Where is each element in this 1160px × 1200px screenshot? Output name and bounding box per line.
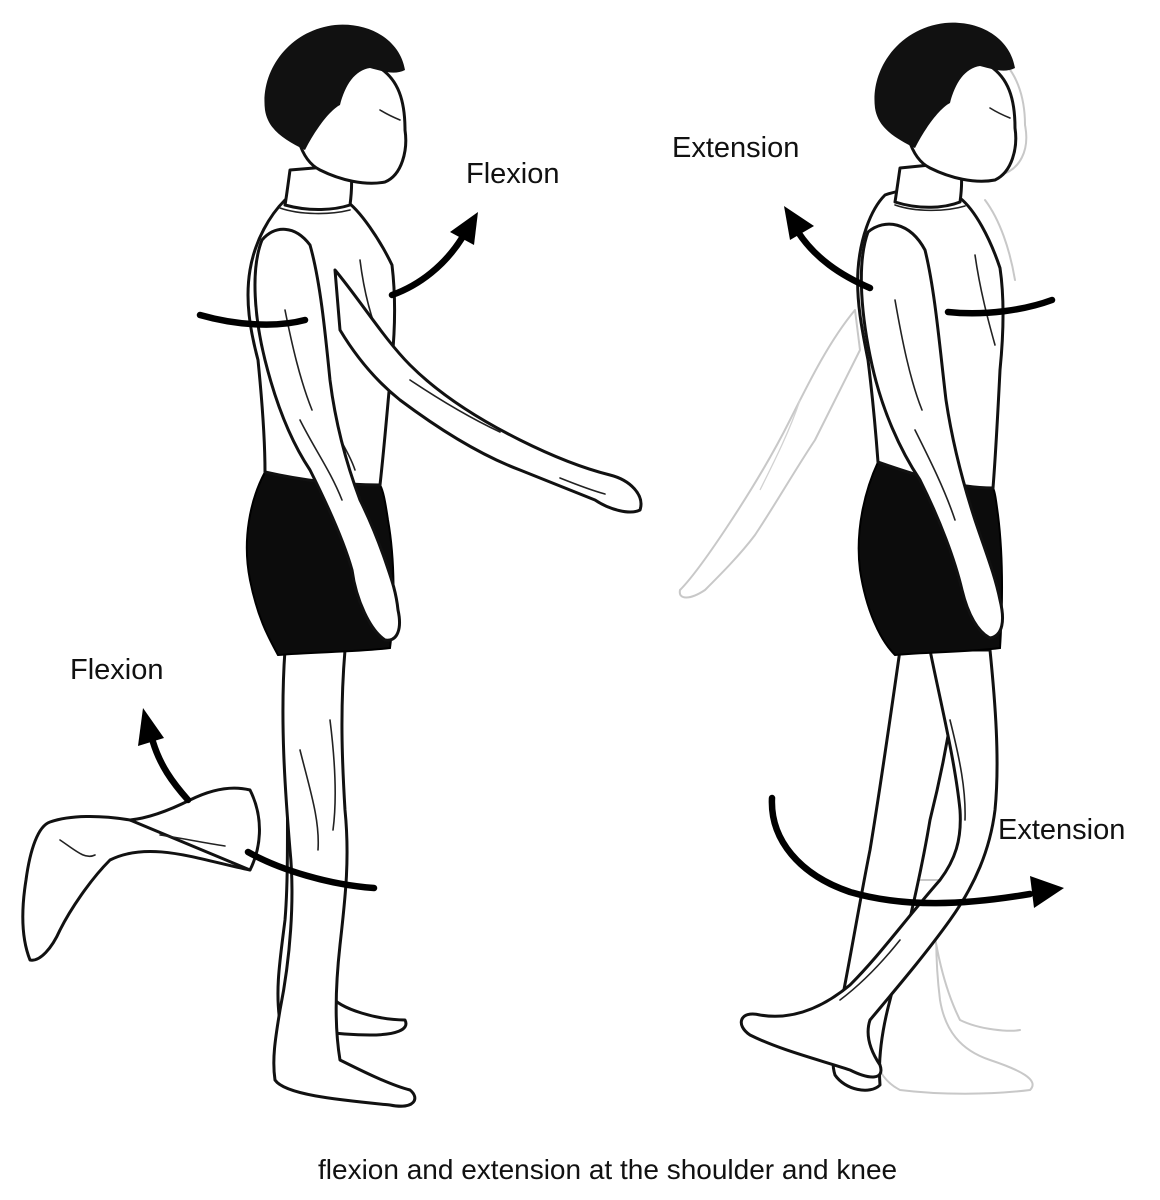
motion-arrows [138, 206, 1064, 908]
knee-extension-arrowhead [1030, 876, 1064, 908]
knee-flexion-arrowhead [138, 708, 164, 746]
right-figure [678, 22, 1034, 1095]
shoulder-flexion-label: Flexion [466, 158, 560, 190]
shoulder-axis-arc-left [196, 311, 309, 328]
knee-flexion-arrow [149, 738, 192, 804]
knee-axis-arc-left [244, 848, 378, 892]
shoulder-flexion-arrow [388, 234, 466, 299]
left-figure [21, 24, 643, 1108]
shoulder-extension-arrow [794, 228, 874, 292]
right-figure-head [874, 22, 1018, 209]
left-figure-head [264, 24, 408, 212]
left-figure-raised-arm [333, 268, 643, 514]
left-figure-flexed-leg [21, 786, 261, 962]
left-figure-front-leg [272, 648, 417, 1108]
knee-extension-label: Extension [998, 814, 1126, 846]
right-figure-arm [859, 222, 1004, 640]
shoulder-extension-label: Extension [672, 132, 800, 164]
knee-flexion-label: Flexion [70, 654, 164, 686]
right-figure-front-leg [739, 648, 999, 1079]
knee-extension-arrow [768, 794, 1034, 907]
shoulder-axis-arc-right [944, 296, 1056, 317]
shoulder-flexion-arrowhead [450, 212, 478, 245]
figure-caption: flexion and extension at the shoulder an… [318, 1154, 898, 1185]
shoulder-extension-arrowhead [784, 206, 814, 240]
